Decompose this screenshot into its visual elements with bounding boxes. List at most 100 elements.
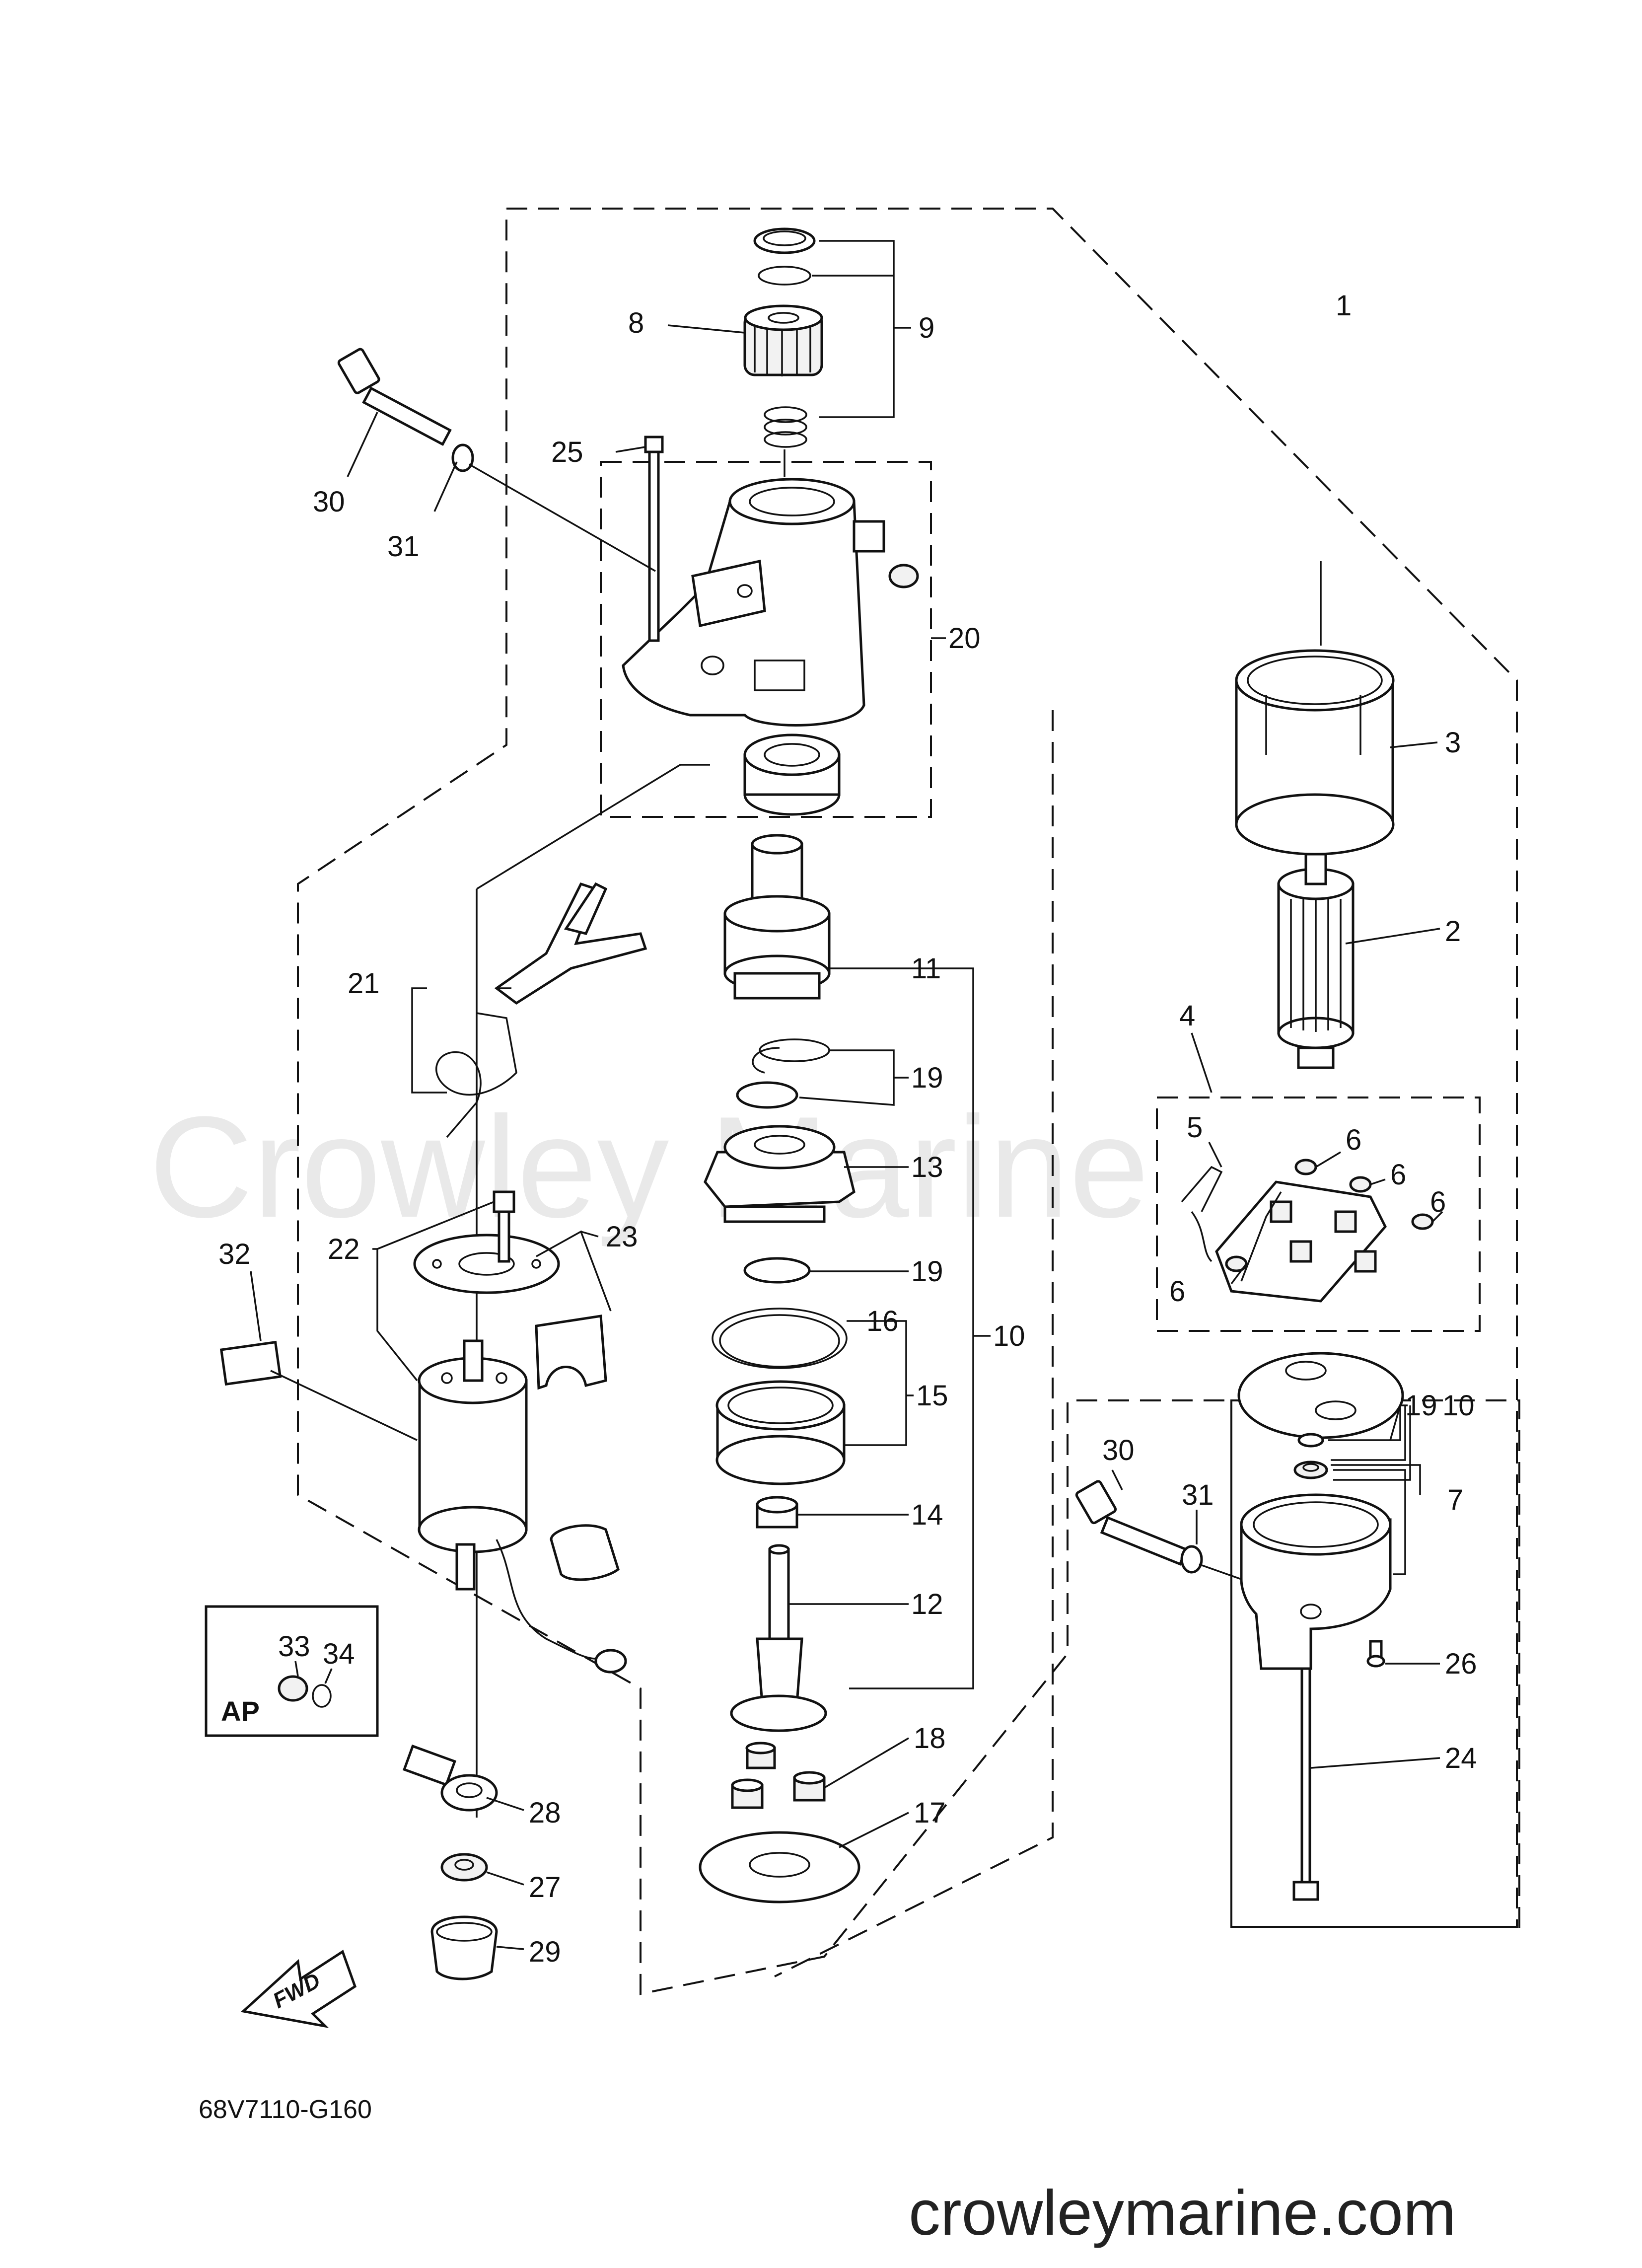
ap-detail-box	[205, 1605, 379, 1737]
watermark: Crowley Marine	[149, 1087, 1149, 1248]
brush-spring-2	[1349, 1176, 1372, 1193]
callout-12: 12	[911, 1588, 943, 1620]
callout-6c: 6	[1430, 1186, 1446, 1218]
lock-washer-detail	[312, 1684, 332, 1708]
callout-19c: 19	[1405, 1390, 1437, 1422]
cover-screw	[1366, 1640, 1385, 1668]
planet-gear-c	[793, 1771, 826, 1802]
planet-shaft	[730, 1544, 827, 1732]
callout-6d: 6	[1169, 1275, 1185, 1308]
callout-9: 9	[919, 312, 934, 344]
c-ring	[759, 1038, 830, 1062]
callout-30b: 30	[1102, 1434, 1135, 1466]
assembly-10-outline	[774, 710, 1054, 1977]
callout-32: 32	[218, 1238, 251, 1270]
callout-31b: 31	[1182, 1479, 1214, 1511]
callout-10a: 10	[993, 1320, 1025, 1352]
site-url: crowleymarine.com	[909, 2178, 1456, 2249]
terminal-cap	[430, 1915, 498, 1980]
callout-16: 16	[866, 1305, 899, 1337]
terminal-nut-detail	[278, 1675, 308, 1702]
pinion-stopper-ring	[753, 227, 816, 254]
internal-gear-ring	[712, 1308, 848, 1369]
callout-7: 7	[1447, 1484, 1463, 1516]
callout-10b: 10	[1442, 1390, 1475, 1422]
callout-26: 26	[1445, 1648, 1477, 1680]
gear-plate	[699, 1831, 860, 1903]
pinion-gear	[743, 304, 823, 376]
retaining-clip	[752, 1047, 780, 1074]
brush-holder-assembly	[1181, 1166, 1387, 1303]
solenoid-boot	[550, 1524, 620, 1581]
callout-31a: 31	[387, 530, 420, 563]
callout-34: 34	[323, 1638, 355, 1670]
callout-4: 4	[1179, 1000, 1195, 1032]
callout-19a: 19	[911, 1062, 943, 1094]
small-washer	[1297, 1433, 1324, 1448]
solenoid-screw	[493, 1190, 515, 1263]
long-through-bolt	[1292, 1667, 1319, 1901]
through-bolt	[644, 436, 664, 642]
callout-3: 3	[1445, 727, 1461, 759]
callout-28: 28	[529, 1797, 561, 1829]
snap-ring	[758, 266, 811, 286]
washer-right	[1180, 1545, 1203, 1574]
front-housing	[622, 478, 919, 727]
callout-13: 13	[911, 1151, 943, 1183]
ap-marker: AP	[221, 1695, 260, 1727]
callout-1: 1	[1336, 290, 1352, 322]
terminal-bolt	[402, 1744, 498, 1812]
callout-14: 14	[911, 1499, 943, 1531]
lever-spring-wire	[435, 1012, 517, 1138]
mounting-bolt-left	[337, 348, 452, 446]
callout-29: 29	[529, 1936, 561, 1968]
rear-bush	[1293, 1461, 1328, 1479]
thrust-washer-upper	[736, 1081, 798, 1109]
internal-gear	[715, 1380, 846, 1485]
plunger-cap	[535, 1315, 607, 1390]
callout-8: 8	[628, 307, 644, 339]
rear-cover	[1240, 1493, 1392, 1670]
brush-plate	[1237, 1352, 1404, 1439]
housing-bush	[888, 564, 919, 588]
assembly-20-outline	[600, 461, 932, 818]
pinion-spring	[764, 406, 807, 448]
callout-25: 25	[551, 436, 583, 468]
callout-6b: 6	[1390, 1159, 1406, 1191]
callout-17: 17	[914, 1797, 946, 1829]
callout-15: 15	[916, 1380, 948, 1412]
callout-18: 18	[914, 1722, 946, 1755]
clutch-assembly	[723, 895, 831, 1000]
warning-label	[219, 1340, 282, 1386]
terminal-nut	[440, 1853, 488, 1882]
diagram-code: 68V7110-G160	[199, 2095, 372, 2124]
callout-11: 11	[911, 952, 941, 985]
forward-direction-arrow: FWD	[240, 1950, 357, 2028]
brush-spring-3	[1411, 1213, 1434, 1230]
callout-5: 5	[1187, 1111, 1203, 1144]
planet-gear-b	[731, 1778, 764, 1809]
callout-19b: 19	[911, 1255, 943, 1288]
gasket-plate	[413, 1234, 560, 1294]
callout-23: 23	[606, 1221, 638, 1253]
front-bearing	[743, 733, 841, 816]
callout-33: 33	[278, 1630, 310, 1663]
assembly-4-outline	[1156, 1097, 1481, 1332]
mounting-bolt-right	[1075, 1480, 1188, 1566]
callout-30a: 30	[313, 486, 345, 518]
starter-solenoid	[418, 1339, 627, 1674]
thrust-washer-lower	[743, 1257, 811, 1284]
bearing-sleeve	[756, 1496, 798, 1529]
assembly-1-outline	[297, 208, 1518, 1995]
brush-spring-1	[1294, 1159, 1317, 1175]
callout-22: 22	[328, 1233, 360, 1265]
callout-24: 24	[1445, 1742, 1477, 1774]
planet-gear-a	[745, 1742, 776, 1769]
callout-6a: 6	[1346, 1124, 1361, 1156]
washer-left	[451, 443, 474, 472]
callout-21: 21	[348, 967, 380, 1000]
yoke-assembly	[1235, 649, 1395, 856]
callout-20: 20	[948, 622, 981, 655]
callout-2: 2	[1445, 915, 1461, 948]
